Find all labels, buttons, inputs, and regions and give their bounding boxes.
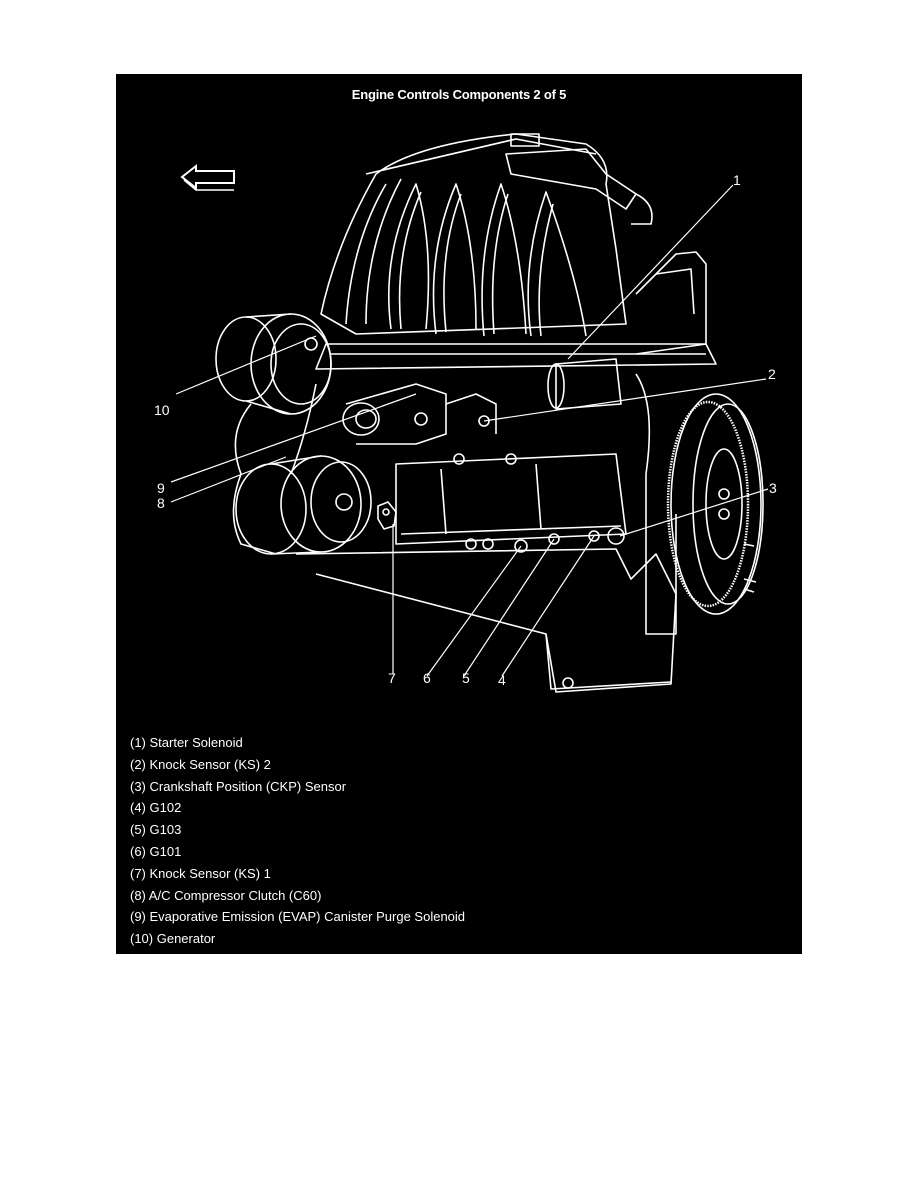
legend-item: (10) Generator bbox=[130, 931, 216, 947]
diagram-title: Engine Controls Components 2 of 5 bbox=[351, 87, 567, 102]
callout-8: 8 bbox=[157, 495, 165, 511]
callout-9: 9 bbox=[157, 480, 165, 496]
legend-item: (8) A/C Compressor Clutch (C60) bbox=[130, 887, 322, 903]
callout-7: 7 bbox=[388, 670, 396, 686]
callout-leaders bbox=[170, 184, 769, 677]
legend-item: (3) Crankshaft Position (CKP) Sensor bbox=[130, 778, 347, 794]
callout-3: 3 bbox=[769, 480, 777, 496]
legend-item: (9) Evaporative Emission (EVAP) Canister… bbox=[130, 909, 466, 925]
callout-2: 2 bbox=[768, 366, 776, 382]
legend-item: (6) G101 bbox=[130, 843, 182, 859]
legend-item: (1) Starter Solenoid bbox=[130, 735, 243, 750]
engine-diagram bbox=[170, 133, 769, 693]
callout-10: 10 bbox=[154, 402, 170, 418]
arrow-left-icon bbox=[180, 163, 235, 191]
legend-item: (5) G103 bbox=[130, 822, 182, 838]
callout-5: 5 bbox=[462, 670, 470, 686]
diagram-panel: Engine Controls Components 2 of 5 bbox=[116, 74, 802, 954]
component-legend: (1) Starter Solenoid (2) Knock Sensor (K… bbox=[130, 732, 465, 950]
callout-6: 6 bbox=[423, 670, 431, 686]
legend-item: (2) Knock Sensor (KS) 2 bbox=[130, 756, 271, 772]
callout-4: 4 bbox=[498, 672, 506, 688]
engine-linework bbox=[215, 133, 764, 693]
legend-item: (7) Knock Sensor (KS) 1 bbox=[130, 865, 271, 881]
callout-1: 1 bbox=[733, 172, 741, 188]
legend-item: (4) G102 bbox=[130, 800, 182, 816]
